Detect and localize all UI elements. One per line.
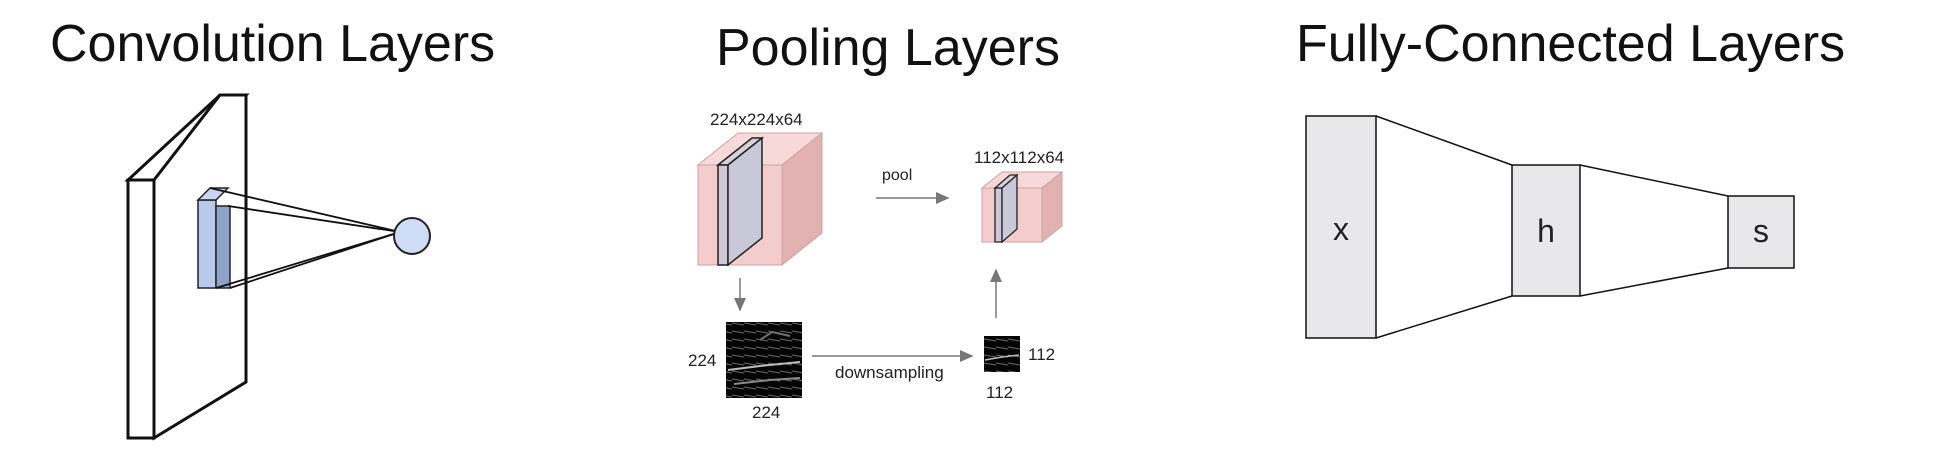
fc-s-box [1727,195,1795,269]
fc-s-label: s [1753,213,1769,249]
conv-diagram [124,93,431,441]
conv-layers-title: Convolution Layers [50,15,496,73]
input-slice-image [726,322,802,398]
receptive-field-lines [209,187,401,289]
output-volume-label: 112x112x64 [974,148,1064,167]
output-neuron [393,217,431,255]
input-volume-label: 224x224x64 [710,110,803,129]
downsampling-label: downsampling [835,363,944,382]
fc-h-label: h [1537,213,1555,249]
fc-layers-title: Fully-Connected Layers [1296,15,1846,73]
input-volume-224 [696,131,824,267]
fc-h-box [1511,164,1581,297]
output-volume-112 [980,170,1064,244]
pooling-diagram: 224x224x64 pool 112x112x64 224 224 downs [688,110,1064,422]
fc-x-box [1305,115,1377,339]
output-slice-width: 112 [986,383,1013,402]
fc-diagram: x h s [1305,115,1795,339]
pool-label: pool [882,167,912,184]
input-slice-height: 224 [688,351,716,370]
fc-x-label: x [1333,211,1349,247]
input-volume-front [126,178,156,440]
input-slice-width: 224 [752,403,780,422]
fc-connection-lines [1375,115,1729,339]
output-slice-image [984,336,1020,372]
output-slice-height: 112 [1028,345,1055,364]
pooling-layers-title: Pooling Layers [716,19,1060,77]
